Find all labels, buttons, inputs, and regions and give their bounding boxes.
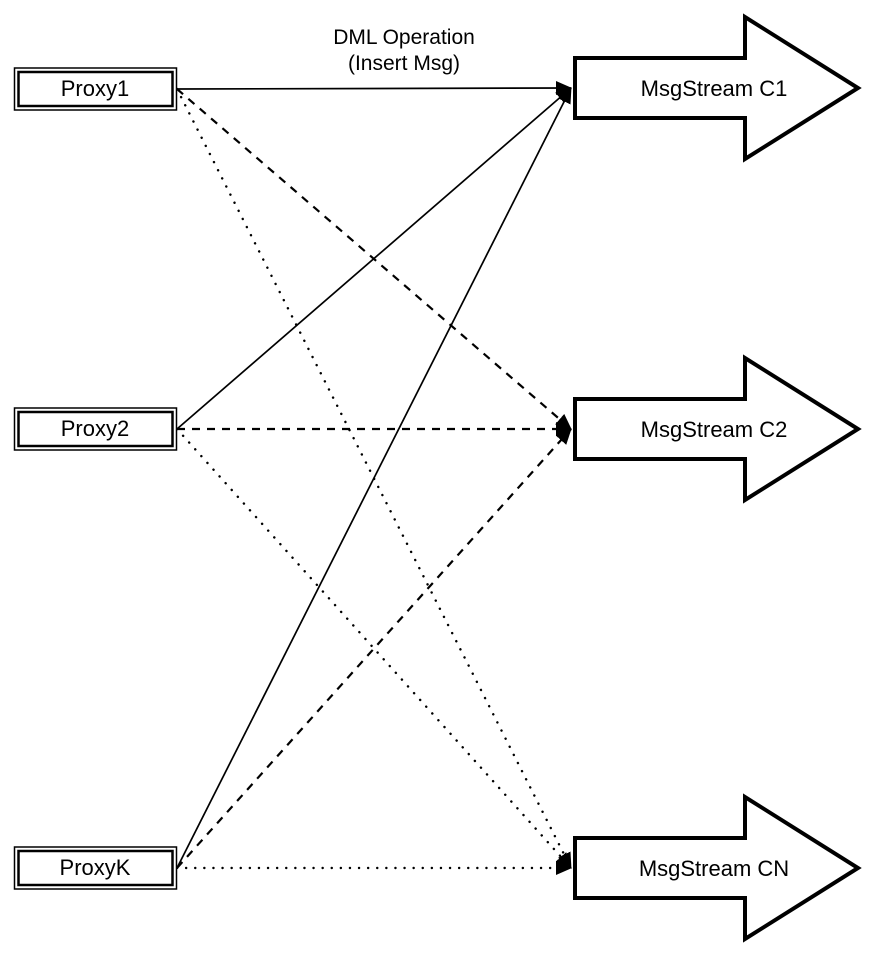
msgstream-cn-label: MsgStream CN — [639, 856, 789, 881]
node-msgstream-cn: MsgStream CN — [573, 793, 862, 943]
node-proxyk: ProxyK — [13, 846, 178, 890]
msgstream-c2-label: MsgStream C2 — [641, 417, 788, 442]
proxy1-box-inner — [17, 70, 174, 108]
proxy1-label: Proxy1 — [61, 76, 129, 101]
edge-proxy1-msgstream-cn — [175, 87, 573, 870]
proxyk-box-inner — [17, 849, 174, 887]
node-msgstream-c2: MsgStream C2 — [573, 354, 862, 504]
node-proxy1: Proxy1 — [13, 67, 178, 111]
msgstream-c1-label: MsgStream C1 — [641, 76, 788, 101]
diagram-title: DML Operation (Insert Msg) — [333, 26, 475, 75]
proxy2-label: Proxy2 — [61, 416, 129, 441]
msgstream-c2-arrow-icon — [573, 354, 862, 504]
proxy2-box-inner — [17, 410, 174, 448]
edge-proxy1-msgstream-c1 — [176, 81, 572, 96]
proxyk-label: ProxyK — [60, 855, 131, 880]
node-proxy2: Proxy2 — [13, 407, 178, 451]
msgstream-cn-arrow-icon — [573, 793, 862, 943]
node-msgstream-c1: MsgStream C1 — [573, 13, 862, 163]
edge-proxy1-msgstream-c2 — [176, 88, 572, 430]
diagram-title-line2: (Insert Msg) — [348, 52, 460, 75]
diagram-title-line1: DML Operation — [333, 26, 475, 49]
msgstream-c1-arrow-icon — [573, 13, 862, 163]
edge-proxy2-msgstream-cn — [175, 427, 573, 870]
edges — [175, 81, 573, 875]
